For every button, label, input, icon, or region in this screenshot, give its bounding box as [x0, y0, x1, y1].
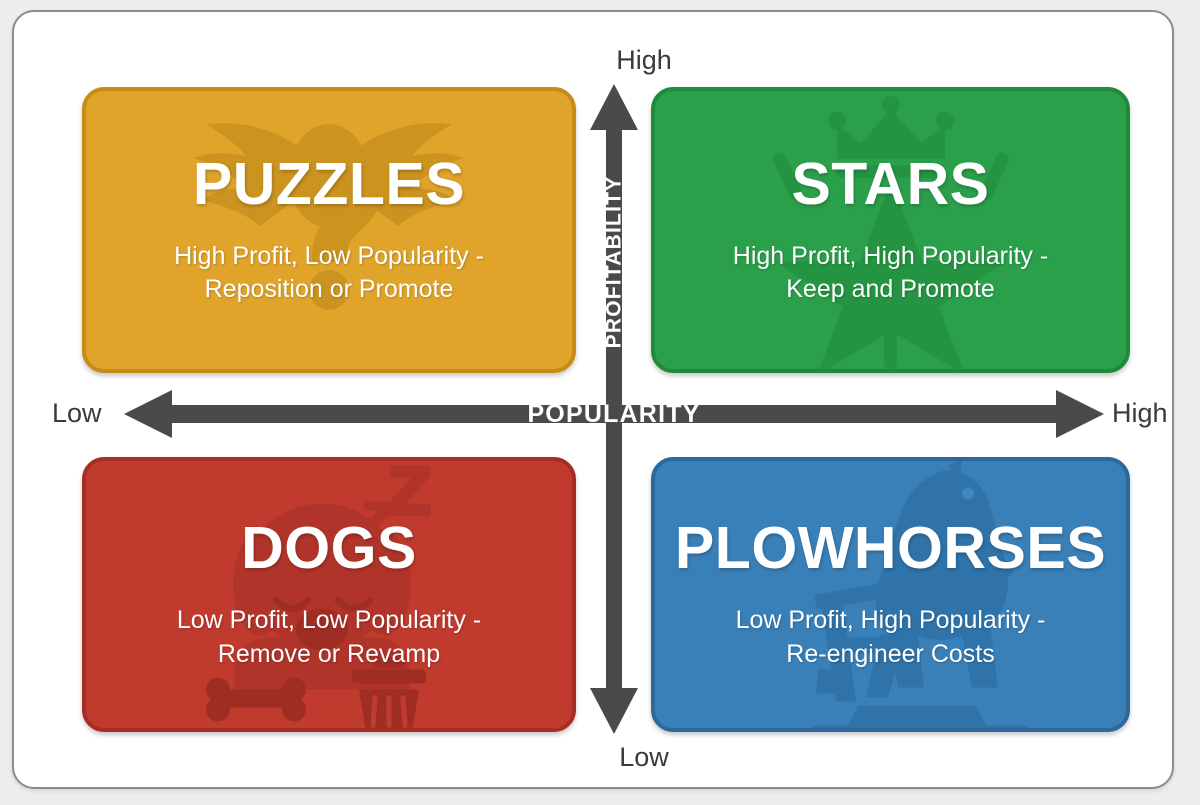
quadrant-dogs[interactable]: DOGS Low Profit, Low Popularity - Remove…: [82, 457, 576, 732]
quadrant-subtitle: Low Profit, Low Popularity - Remove or R…: [86, 604, 572, 671]
quadrant-subtitle: High Profit, Low Popularity - Reposition…: [86, 240, 572, 307]
quadrant-title: STARS: [791, 150, 990, 217]
quadrant-subtitle-line2: Re-engineer Costs: [786, 639, 995, 668]
popularity-low-label: Low: [52, 398, 102, 428]
quadrant-subtitle-line1: High Profit, High Popularity -: [732, 241, 1049, 270]
quadrant-subtitle-line2: Reposition or Promote: [204, 275, 454, 304]
quadrant-subtitle-line1: Low Profit, High Popularity -: [735, 606, 1046, 635]
popularity-axis-arrow: [124, 390, 1104, 438]
quadrant-puzzles[interactable]: PUZZLES High Profit, Low Popularity - Re…: [82, 87, 576, 373]
quadrant-subtitle-line1: High Profit, Low Popularity -: [174, 241, 484, 270]
profitability-high-label: High: [616, 45, 672, 75]
quadrant-plowhorses[interactable]: PLOWHORSES Low Profit, High Popularity -…: [651, 457, 1130, 732]
quadrant-subtitle-line2: Keep and Promote: [786, 275, 995, 304]
quadrant-subtitle: High Profit, High Popularity - Keep and …: [655, 240, 1126, 307]
quadrant-title: PLOWHORSES: [674, 515, 1107, 582]
quadrant-subtitle-line2: Remove or Revamp: [217, 639, 441, 668]
quadrant-title: DOGS: [241, 515, 417, 582]
quadrant-title: PUZZLES: [192, 150, 466, 217]
quadrant-stars[interactable]: STARS High Profit, High Popularity - Kee…: [651, 87, 1130, 373]
matrix-frame: PUZZLES High Profit, Low Popularity - Re…: [12, 10, 1174, 789]
profitability-low-label: Low: [619, 742, 669, 772]
quadrant-subtitle: Low Profit, High Popularity - Re-enginee…: [655, 604, 1126, 671]
quadrant-subtitle-line1: Low Profit, Low Popularity -: [176, 606, 482, 635]
popularity-high-label: High: [1112, 398, 1168, 428]
